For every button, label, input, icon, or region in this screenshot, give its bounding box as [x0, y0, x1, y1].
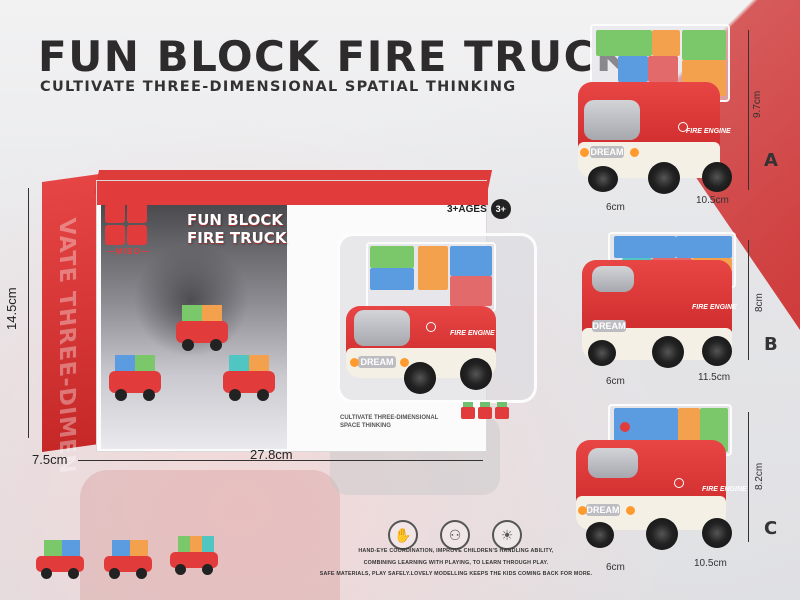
- truck-windshield: [588, 448, 638, 478]
- door-label: FIRE ENGINE: [702, 486, 747, 493]
- box-side-text: VATE THREE-DIMEN: [54, 216, 79, 477]
- license-plate: DREAM: [586, 504, 620, 516]
- variant-b-letter: B: [764, 334, 778, 355]
- brand-logo: [105, 203, 147, 245]
- license-plate: DREAM: [592, 320, 626, 332]
- scene-truck: [109, 355, 161, 401]
- truck-variant-b: FIRE ENGINE DREAM: [582, 232, 742, 372]
- truck-wheel: [588, 166, 618, 192]
- box-mini-trucks: [461, 402, 509, 419]
- truck-windshield: [354, 310, 410, 346]
- truck-wheel: [646, 518, 678, 550]
- truck-variant-c: FIRE ENGINE DREAM: [576, 404, 747, 554]
- variant-b-height: 8cm: [754, 293, 765, 312]
- hand-eye-icon: ✋: [388, 520, 418, 550]
- variant-a-width: 10.5cm: [696, 195, 729, 206]
- box-front-red-stripe: [97, 181, 488, 205]
- brain-icon: ⚇: [440, 520, 470, 550]
- variant-c-width: 10.5cm: [694, 558, 727, 569]
- license-plate: DREAM: [590, 146, 624, 158]
- dimension-line: [28, 188, 29, 438]
- variant-a-height: 9.7cm: [752, 90, 763, 118]
- box-depth-label: 7.5cm: [32, 452, 68, 467]
- license-plate: DREAM: [358, 356, 396, 368]
- truck-emblem: [426, 322, 436, 332]
- truck-wheel: [586, 522, 614, 548]
- box-truck: FIRE ENGINE DREAM: [346, 236, 536, 406]
- door-label: FIRE ENGINE: [692, 304, 737, 311]
- scene-truck: [176, 305, 228, 351]
- truck-emblem: [674, 478, 684, 488]
- bottom-mini-truck: [36, 540, 84, 582]
- background-ghost-truck: [80, 470, 340, 600]
- box-width-label: 27.8cm: [250, 447, 293, 462]
- truck-wheel: [588, 340, 616, 366]
- box-side-panel: VATE THREE-DIMEN: [42, 173, 102, 476]
- truck-wheel: [652, 336, 684, 368]
- dimension-line: [748, 412, 749, 542]
- age-badge: 3+: [490, 199, 511, 219]
- brand-logo-text: —MIBO—: [107, 247, 150, 256]
- bottom-mini-truck: [104, 540, 152, 582]
- dimension-line: [748, 240, 749, 360]
- box-window: FIRE ENGINE DREAM: [337, 233, 537, 403]
- box-title: FUN BLOCK FIRE TRUCK: [187, 211, 287, 247]
- variant-a-depth: 6cm: [606, 202, 625, 213]
- age-rating: 3+AGES 3+: [447, 199, 511, 219]
- truck-wheel: [702, 162, 732, 192]
- dimension-line: [78, 460, 483, 461]
- page-subtitle: CULTIVATE THREE-DIMENSIONAL SPATIAL THIN…: [40, 79, 517, 95]
- product-box: VATE THREE-DIMEN —: [42, 170, 537, 476]
- lightbulb-icon: ☀: [492, 520, 522, 550]
- variant-c-letter: C: [764, 518, 778, 539]
- truck-wheel: [702, 336, 732, 366]
- box-scene-image: [101, 205, 287, 449]
- bottom-mini-truck: [170, 536, 218, 578]
- box-height-label: 14.5cm: [4, 287, 19, 330]
- truck-wheel: [648, 162, 680, 194]
- door-label: FIRE ENGINE: [450, 330, 495, 337]
- page-title: FUN BLOCK FIRE TRUCK: [38, 32, 630, 81]
- features-text: HAND-EYE COORDINATION, IMPROVE CHILDREN'…: [319, 548, 593, 577]
- variant-a-letter: A: [764, 150, 778, 171]
- box-caption: CULTIVATE THREE-DIMENSIONAL SPACE THINKI…: [340, 415, 439, 429]
- truck-wheel: [404, 362, 436, 394]
- truck-variant-a: FIRE ENGINE DREAM: [578, 24, 738, 194]
- door-label: FIRE ENGINE: [686, 128, 731, 135]
- truck-wheel: [460, 358, 492, 390]
- dimension-line: [748, 30, 749, 190]
- variant-c-height: 8.2cm: [754, 462, 765, 490]
- scene-truck: [223, 355, 275, 401]
- variant-b-depth: 6cm: [606, 376, 625, 387]
- variant-b-width: 11.5cm: [698, 372, 731, 383]
- truck-windshield: [584, 100, 640, 140]
- truck-emblem: [678, 122, 688, 132]
- age-label: 3+AGES: [447, 203, 487, 215]
- box-front-panel: —MIBO— FUN BLOCK FIRE TRUCK 3+AGES 3+ FI…: [96, 180, 537, 452]
- truck-windshield: [592, 266, 634, 292]
- variant-c-depth: 6cm: [606, 562, 625, 573]
- truck-wheel: [702, 518, 732, 548]
